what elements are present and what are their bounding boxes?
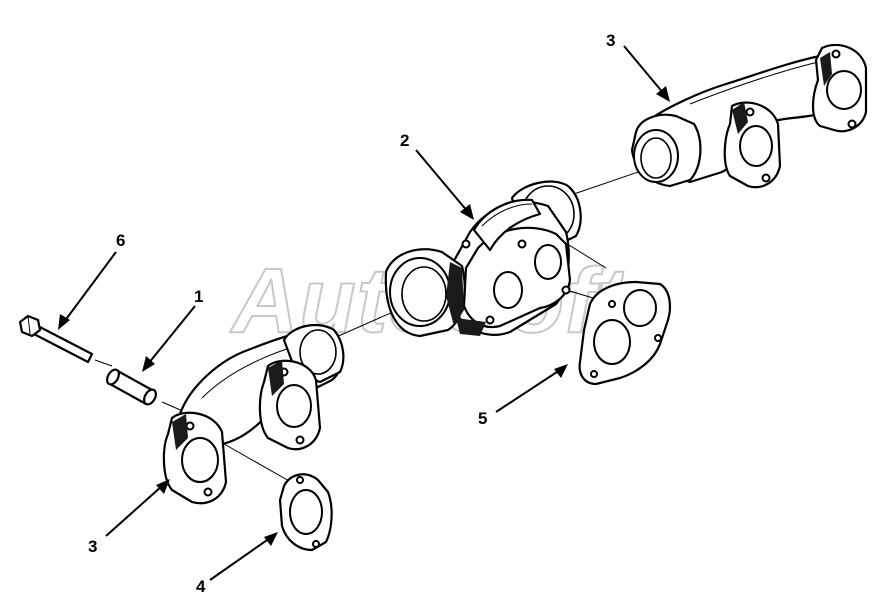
exhaust-manifold-upper [630,43,868,189]
callout-6: 6 [116,231,125,250]
callout-3-upper: 3 [606,31,615,50]
gasket-single [278,473,333,552]
spacer-sleeve [106,368,157,406]
leader-lines [58,45,670,581]
center-housing [384,180,582,338]
exhaust-manifold-lower [162,323,345,505]
gasket-double [578,280,671,386]
callout-1: 1 [194,287,203,306]
callout-5: 5 [478,409,487,428]
callout-2: 2 [400,131,409,150]
bolt [18,314,94,364]
callout-4: 4 [196,577,206,596]
callout-labels: 1 2 3 3 4 5 6 [88,31,615,596]
callout-3-lower: 3 [88,537,97,556]
